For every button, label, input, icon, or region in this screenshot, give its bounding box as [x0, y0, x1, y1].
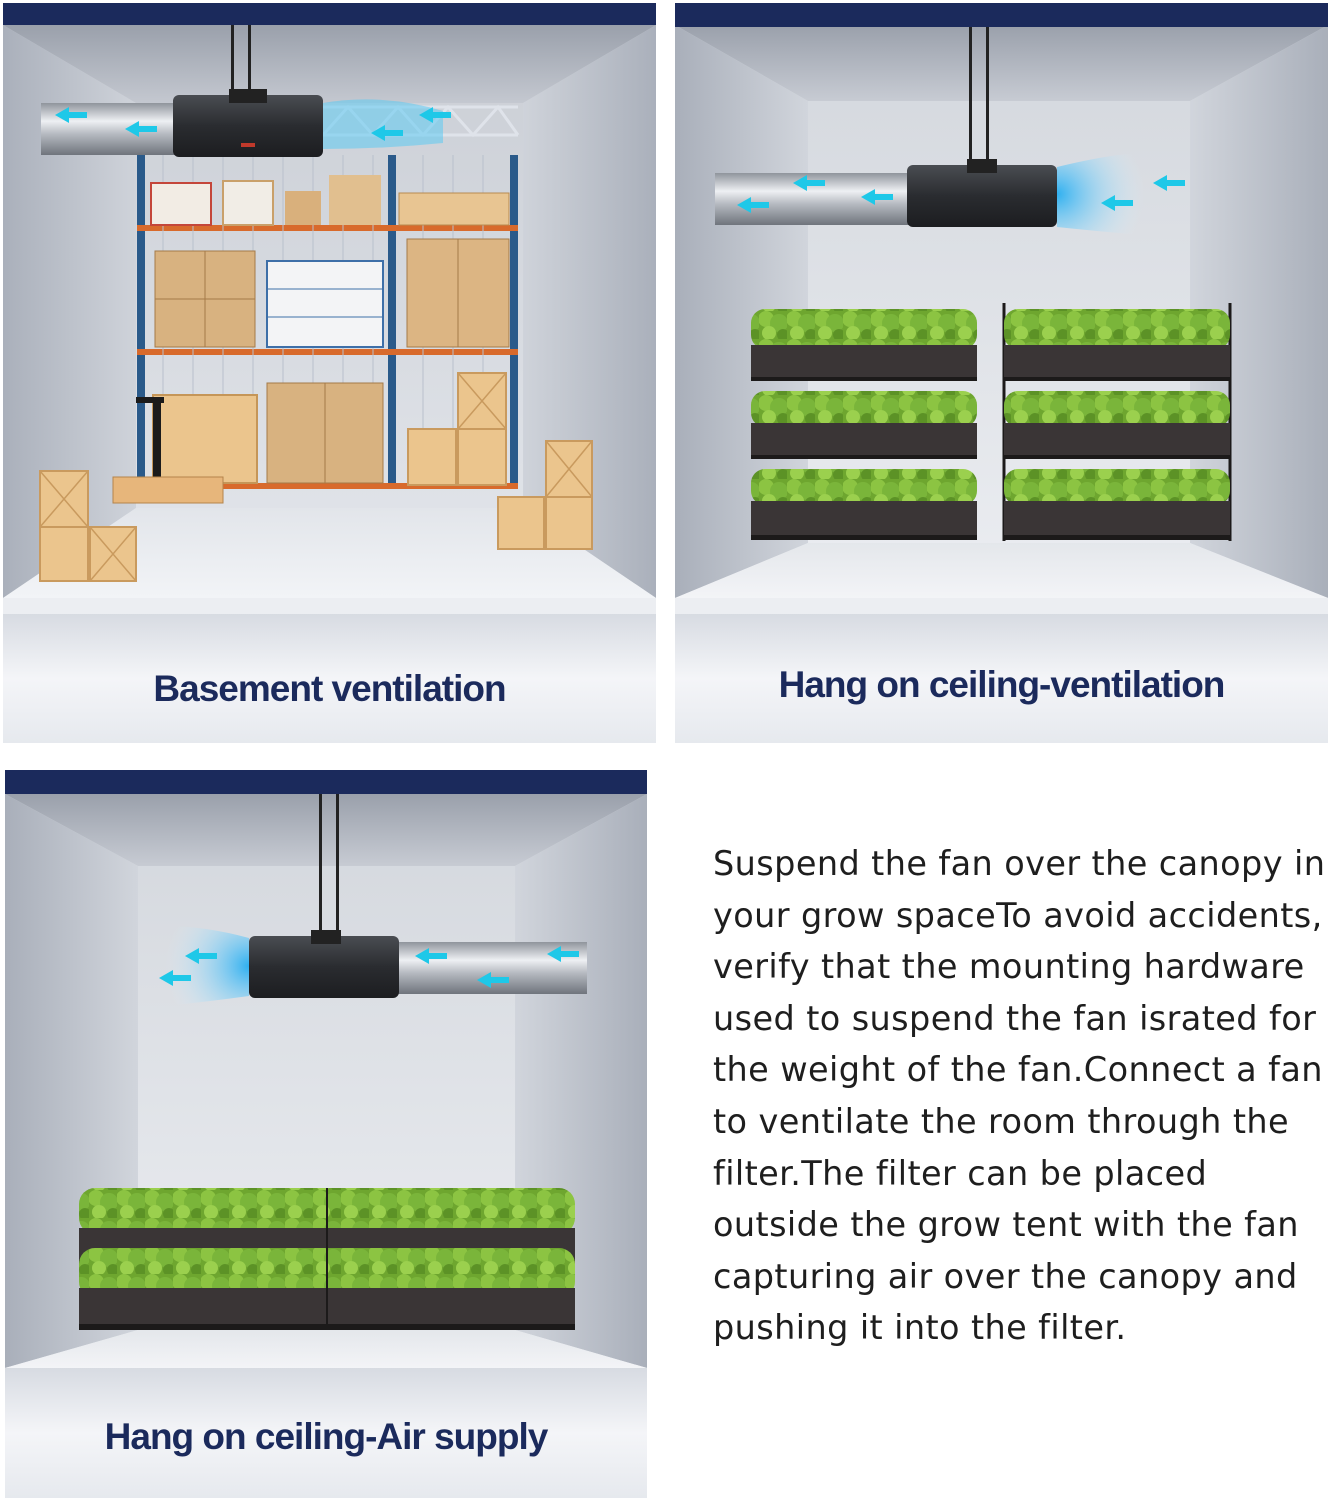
panel-caption: Hang on ceiling-Air supply	[104, 1416, 549, 1457]
inline-fan-icon	[249, 936, 399, 998]
airflow-arrow-icon	[159, 946, 579, 988]
inline-fan-icon	[907, 165, 1057, 227]
panel-basement-ventilation: Basement ventilation	[3, 3, 656, 743]
planter-icon	[751, 303, 1232, 541]
description-text: Suspend the fan over the canopy in your …	[713, 844, 1326, 1348]
ceiling-ventilation-illustration	[675, 3, 1328, 743]
panel-caption: Basement ventilation	[153, 668, 506, 709]
inline-fan-icon	[173, 95, 323, 157]
airflow-arrow-icon	[55, 107, 451, 141]
planter-icon	[79, 1188, 575, 1330]
airflow-arrow-icon	[737, 175, 1185, 213]
panel-ceiling-ventilation: Hang on ceiling-ventilation	[675, 3, 1328, 743]
ceiling-air-supply-illustration	[5, 770, 647, 1498]
panel-caption: Hang on ceiling-ventilation	[778, 664, 1226, 705]
duct-icon	[41, 103, 181, 155]
basement-ventilation-illustration	[3, 3, 656, 743]
panel-ceiling-air-supply: Hang on ceiling-Air supply	[5, 770, 647, 1498]
